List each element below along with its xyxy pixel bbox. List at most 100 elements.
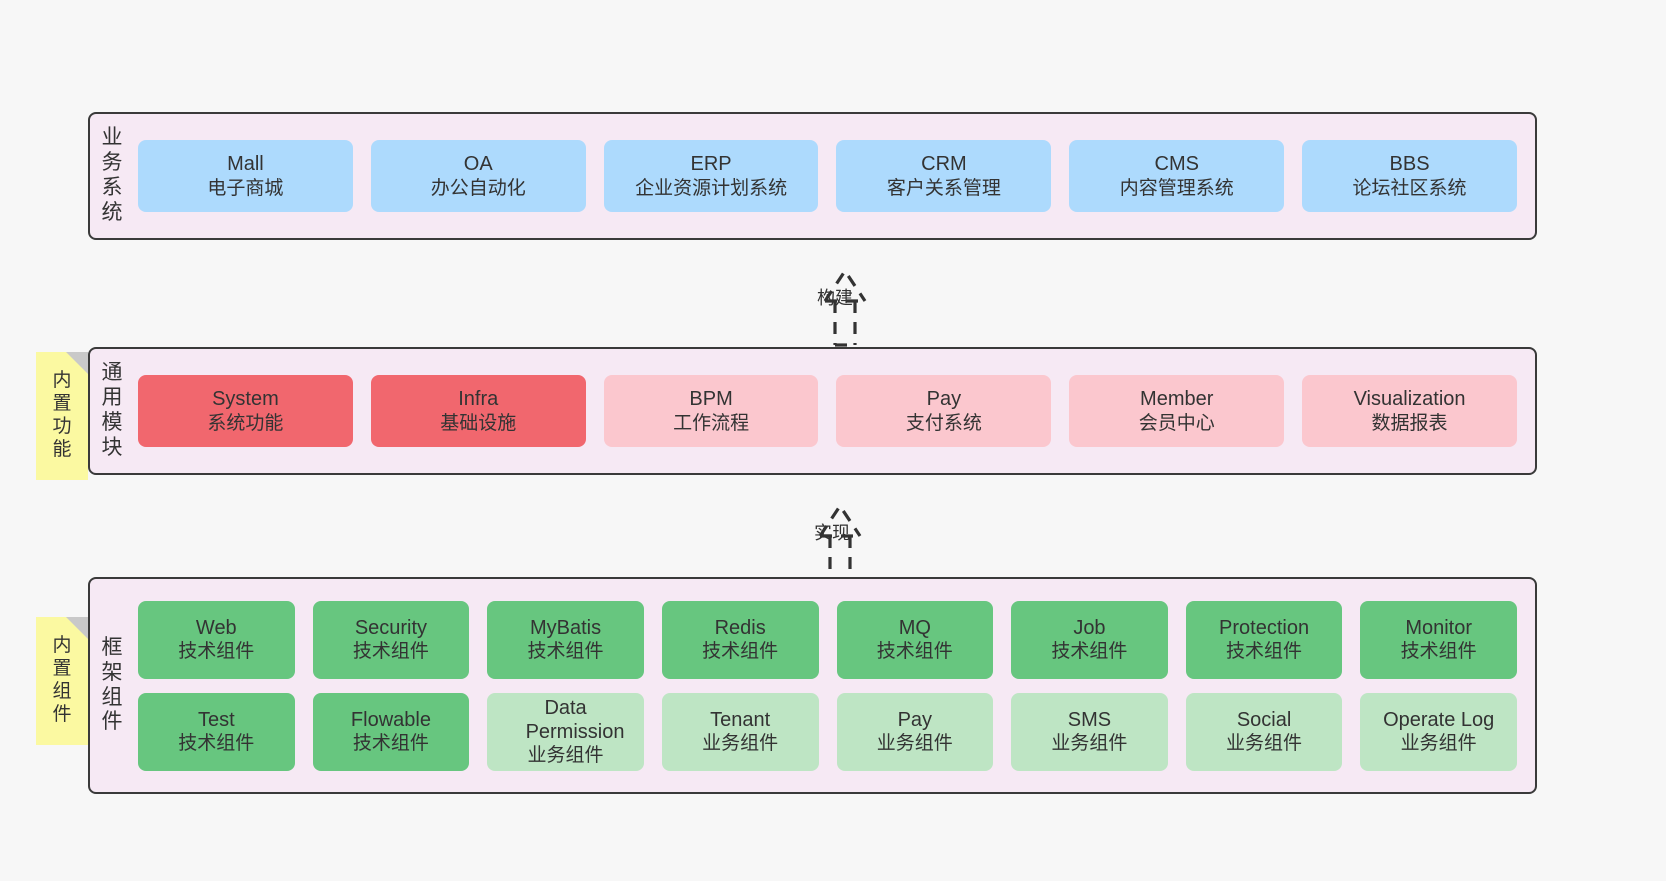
node-title: Flowable — [350, 708, 431, 731]
layer-business-body: Mall 电子商城 OA 办公自动化 ERP 企业资源计划系统 CRM 客户关系… — [134, 114, 1535, 238]
arrow-build-label: 构建 — [817, 288, 853, 308]
layer-framework-body: Web 技术组件 Security 技术组件 MyBatis 技术组件 Redi… — [134, 579, 1535, 792]
node-subtitle: 论坛社区系统 — [1352, 177, 1467, 199]
node-monitor[interactable]: Monitor 技术组件 — [1360, 600, 1517, 679]
node-pay-component[interactable]: Pay 业务组件 — [836, 692, 994, 771]
business-node-row: Mall 电子商城 OA 办公自动化 ERP 企业资源计划系统 CRM 客户关系… — [138, 140, 1517, 212]
node-subtitle: 工作流程 — [673, 412, 750, 434]
node-subtitle: 技术组件 — [178, 733, 255, 755]
node-subtitle: 业务组件 — [1400, 733, 1477, 755]
node-title: System — [212, 388, 279, 411]
node-title: CRM — [921, 153, 967, 176]
node-cms[interactable]: CMS 内容管理系统 — [1069, 140, 1285, 212]
node-test[interactable]: Test 技术组件 — [138, 692, 295, 771]
arrow-implement-icon — [818, 503, 862, 582]
node-operate-log[interactable]: Operate Log 业务组件 — [1360, 692, 1517, 771]
node-subtitle: 业务组件 — [527, 745, 604, 767]
node-title: CMS — [1154, 153, 1199, 176]
node-subtitle: 支付系统 — [905, 412, 982, 434]
node-title: Data Permission — [525, 696, 625, 743]
node-title: MyBatis — [530, 616, 602, 639]
node-bpm[interactable]: BPM 工作流程 — [603, 375, 819, 447]
node-title: Member — [1140, 388, 1214, 411]
node-title: Redis — [714, 616, 766, 639]
node-subtitle: 技术组件 — [1051, 641, 1128, 663]
node-title: Security — [354, 616, 428, 639]
node-social[interactable]: Social 业务组件 — [1185, 692, 1343, 771]
sticky-note-builtin-functions: 内 置 功 能 — [36, 352, 88, 480]
node-subtitle: 客户关系管理 — [886, 177, 1001, 199]
node-title: Test — [197, 708, 235, 731]
node-title: ERP — [690, 153, 732, 176]
node-tenant[interactable]: Tenant 业务组件 — [661, 692, 819, 771]
node-subtitle: 技术组件 — [1400, 641, 1477, 663]
node-mall[interactable]: Mall 电子商城 — [138, 140, 353, 212]
node-job[interactable]: Job 技术组件 — [1011, 600, 1168, 679]
layer-business-label: 业 务 系 统 — [101, 126, 123, 224]
node-title: Visualization — [1353, 388, 1466, 411]
node-title: Web — [195, 616, 237, 639]
common-node-row: System 系统功能 Infra 基础设施 BPM 工作流程 Pay 支付系统… — [138, 375, 1517, 447]
node-subtitle: 系统功能 — [207, 412, 284, 434]
framework-business-row: Test 技术组件 Flowable 技术组件 Data Permission … — [138, 692, 1517, 771]
arrow-implement-label: 实现 — [814, 523, 850, 543]
node-subtitle: 技术组件 — [352, 733, 429, 755]
node-mq[interactable]: MQ 技术组件 — [836, 600, 994, 679]
node-oa[interactable]: OA 办公自动化 — [370, 140, 586, 212]
node-title: SMS — [1067, 708, 1112, 731]
node-flowable[interactable]: Flowable 技术组件 — [312, 692, 470, 771]
node-subtitle: 基础设施 — [440, 412, 517, 434]
node-subtitle: 电子商城 — [207, 177, 284, 199]
folded-corner-icon — [66, 617, 88, 639]
node-crm[interactable]: CRM 客户关系管理 — [836, 140, 1052, 212]
node-title: Pay — [897, 708, 933, 731]
node-member[interactable]: Member 会员中心 — [1069, 375, 1285, 447]
node-visualization[interactable]: Visualization 数据报表 — [1302, 375, 1517, 447]
node-security[interactable]: Security 技术组件 — [312, 600, 470, 679]
sticky-note-label: 内 置 组 件 — [52, 635, 72, 725]
layer-business-systems: 业 务 系 统 Mall 电子商城 OA 办公自动化 ERP 企业资源计划系统 … — [88, 112, 1537, 240]
node-title: Operate Log — [1383, 708, 1495, 731]
node-subtitle: 技术组件 — [352, 641, 429, 663]
node-redis[interactable]: Redis 技术组件 — [661, 600, 819, 679]
node-subtitle: 会员中心 — [1138, 412, 1215, 434]
node-subtitle: 办公自动化 — [430, 177, 526, 199]
folded-corner-icon — [66, 352, 88, 374]
node-title: Tenant — [710, 708, 771, 731]
node-title: BBS — [1389, 153, 1430, 176]
node-subtitle: 企业资源计划系统 — [635, 177, 788, 199]
node-subtitle: 技术组件 — [702, 641, 779, 663]
sticky-note-label: 内 置 功 能 — [52, 370, 72, 460]
node-web[interactable]: Web 技术组件 — [138, 600, 295, 679]
node-title: Infra — [458, 388, 499, 411]
node-title: MQ — [898, 616, 931, 639]
node-sms[interactable]: SMS 业务组件 — [1011, 692, 1168, 771]
node-subtitle: 技术组件 — [527, 641, 604, 663]
layer-framework-label: 框 架 组 件 — [101, 635, 123, 734]
node-system[interactable]: System 系统功能 — [138, 375, 353, 447]
node-title: BPM — [689, 388, 733, 411]
node-pay[interactable]: Pay 支付系统 — [836, 375, 1052, 447]
node-bbs[interactable]: BBS 论坛社区系统 — [1302, 140, 1517, 212]
node-subtitle: 技术组件 — [876, 641, 953, 663]
node-title: Protection — [1219, 616, 1310, 639]
node-title: Pay — [926, 388, 962, 411]
node-mybatis[interactable]: MyBatis 技术组件 — [487, 600, 644, 679]
node-title: Social — [1236, 708, 1292, 731]
arrow-build: 构建 — [755, 255, 935, 347]
node-subtitle: 内容管理系统 — [1119, 177, 1234, 199]
node-title: Job — [1073, 616, 1106, 639]
node-protection[interactable]: Protection 技术组件 — [1185, 600, 1343, 679]
node-title: Monitor — [1405, 616, 1473, 639]
arrow-implement: 实现 — [770, 490, 950, 582]
node-title: Mall — [227, 153, 264, 176]
node-erp[interactable]: ERP 企业资源计划系统 — [603, 140, 819, 212]
node-subtitle: 业务组件 — [702, 733, 779, 755]
layer-common-body: System 系统功能 Infra 基础设施 BPM 工作流程 Pay 支付系统… — [134, 349, 1535, 473]
node-subtitle: 业务组件 — [876, 733, 953, 755]
framework-tech-row: Web 技术组件 Security 技术组件 MyBatis 技术组件 Redi… — [138, 600, 1517, 679]
node-infra[interactable]: Infra 基础设施 — [370, 375, 586, 447]
node-subtitle: 技术组件 — [1226, 641, 1303, 663]
node-data-permission[interactable]: Data Permission 业务组件 — [487, 692, 644, 771]
